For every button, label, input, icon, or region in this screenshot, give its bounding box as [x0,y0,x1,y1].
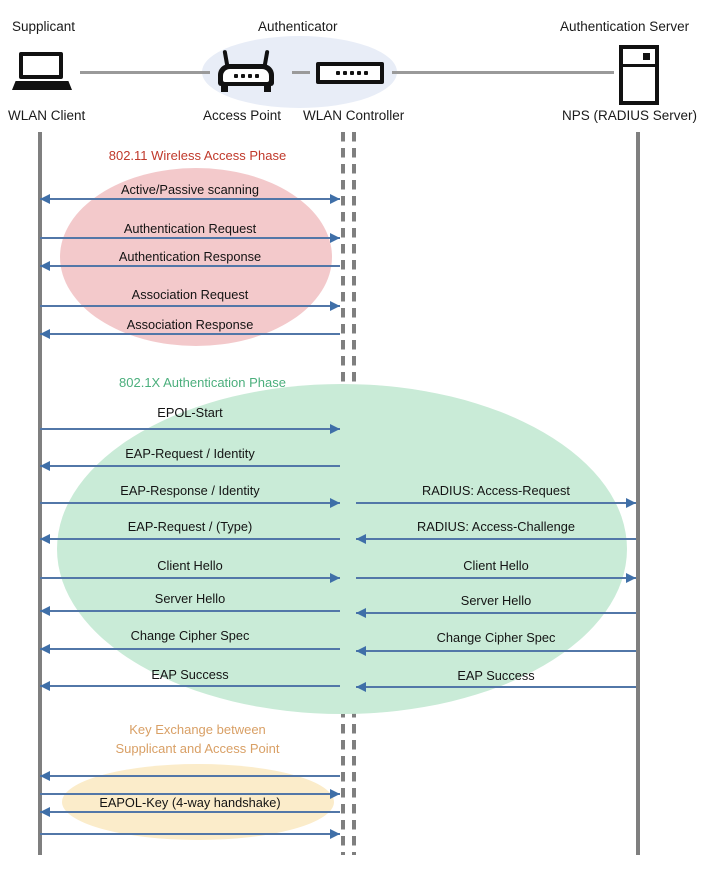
message-label-eap-request-type: EAP-Request / (Type) [127,519,253,534]
arrowhead-right-key-exchange-2 [330,789,340,799]
message-line-key-exchange-2 [40,793,340,795]
message-label-change-cipher-spec-left: Change Cipher Spec [130,628,250,643]
message-label-auth-request: Authentication Request [123,221,257,236]
arrowhead-right-eapol-start [330,424,340,434]
actor-role-supplicant: Supplicant [12,19,76,34]
arrowhead-right-client-hello-right [626,573,636,583]
arrowhead-left-radius-access-challenge [356,534,366,544]
arrowhead-right-eap-response-identity [330,498,340,508]
arrowhead-left-eap-request-type [40,534,50,544]
message-label-eapol-key: EAPOL-Key (4-way handshake) [99,795,281,810]
message-label-assoc-request: Association Request [131,287,249,302]
arrowhead-left-scanning [40,194,50,204]
arrowhead-left-server-hello-left [40,606,50,616]
arrowhead-left-server-hello-right [356,608,366,618]
phase-blob-dot1x-authentication [57,384,627,714]
message-label-eapol-start: EPOL-Start [157,405,223,420]
message-label-radius-access-challenge: RADIUS: Access-Challenge [417,519,575,534]
message-label-client-hello-right: Client Hello [463,558,529,573]
message-label-eap-success-right: EAP Success [457,668,535,683]
message-label-eap-success-left: EAP Success [151,667,229,682]
message-line-scanning [40,198,340,200]
server-icon [619,45,659,105]
message-label-server-hello-right: Server Hello [460,593,532,608]
message-label-eap-response-identity: EAP-Response / Identity [120,483,260,498]
phase-label-wireless-access: 802.11 Wireless Access Phase [108,148,287,163]
arrowhead-right-client-hello-left [330,573,340,583]
message-line-eap-success-right [356,686,636,688]
message-label-assoc-response: Association Response [126,317,254,332]
arrowhead-right-assoc-request [330,301,340,311]
message-line-client-hello-right [356,577,636,579]
actor-device-wlan-controller: WLAN Controller [303,108,405,123]
message-label-client-hello-left: Client Hello [157,558,223,573]
message-line-change-cipher-spec-left [40,648,340,650]
message-line-radius-access-request [356,502,636,504]
message-line-change-cipher-spec-right [356,650,636,652]
actor-role-authenticator: Authenticator [258,19,338,34]
actor-device-access-point: Access Point [203,108,282,123]
message-line-eapol-start [40,428,340,430]
arrowhead-left-change-cipher-spec-left [40,644,50,654]
actor-device-nps-radius-server: NPS (RADIUS Server) [562,108,698,123]
message-line-assoc-request [40,305,340,307]
arrowhead-right-auth-request [330,233,340,243]
message-label-scanning: Active/Passive scanning [121,182,259,197]
actor-role-authentication-server: Authentication Server [560,19,690,34]
message-line-server-hello-right [356,612,636,614]
arrowhead-left-eap-request-identity [40,461,50,471]
message-line-eap-request-type [40,538,340,540]
message-label-auth-response: Authentication Response [118,249,262,264]
lifeline-supplicant [38,132,42,855]
wire-client-to-ap [80,71,210,74]
message-line-auth-response [40,265,340,267]
arrowhead-right-radius-access-request [626,498,636,508]
arrowhead-left-change-cipher-spec-right [356,646,366,656]
arrowhead-left-assoc-response [40,329,50,339]
arrowhead-right-key-exchange-4 [330,829,340,839]
message-label-eap-request-identity: EAP-Request / Identity [125,446,255,461]
message-label-radius-access-request: RADIUS: Access-Request [422,483,570,498]
arrowhead-left-auth-response [40,261,50,271]
message-line-auth-request [40,237,340,239]
message-line-radius-access-challenge [356,538,636,540]
actor-device-wlan-client: WLAN Client [8,108,86,123]
message-line-key-exchange-1 [40,775,340,777]
message-line-key-exchange-3 [40,811,340,813]
phase-label-key-exchange-line2: Supplicant and Access Point [115,741,280,756]
arrowhead-right-scanning [330,194,340,204]
phase-blob-wireless-access [60,168,332,346]
message-line-eap-success-left [40,685,340,687]
phase-label-dot1x-authentication: 802.1X Authentication Phase [119,375,286,390]
arrowhead-left-key-exchange-1 [40,771,50,781]
wire-ap-to-controller [292,71,310,74]
message-label-server-hello-left: Server Hello [154,591,226,606]
message-line-eap-request-identity [40,465,340,467]
message-line-key-exchange-4 [40,833,340,835]
message-label-change-cipher-spec-right: Change Cipher Spec [436,630,556,645]
wire-controller-to-server [392,71,614,74]
message-line-client-hello-left [40,577,340,579]
message-line-server-hello-left [40,610,340,612]
phase-label-key-exchange-line1: Key Exchange between [129,722,266,737]
access-point-icon [218,49,274,92]
arrowhead-left-key-exchange-3 [40,807,50,817]
arrowhead-left-eap-success-left [40,681,50,691]
message-line-assoc-response [40,333,340,335]
wlan-controller-icon [316,62,384,84]
lifeline-authentication-server [636,132,640,855]
message-line-eap-response-identity [40,502,340,504]
laptop-icon [12,52,72,92]
arrowhead-left-eap-success-right [356,682,366,692]
